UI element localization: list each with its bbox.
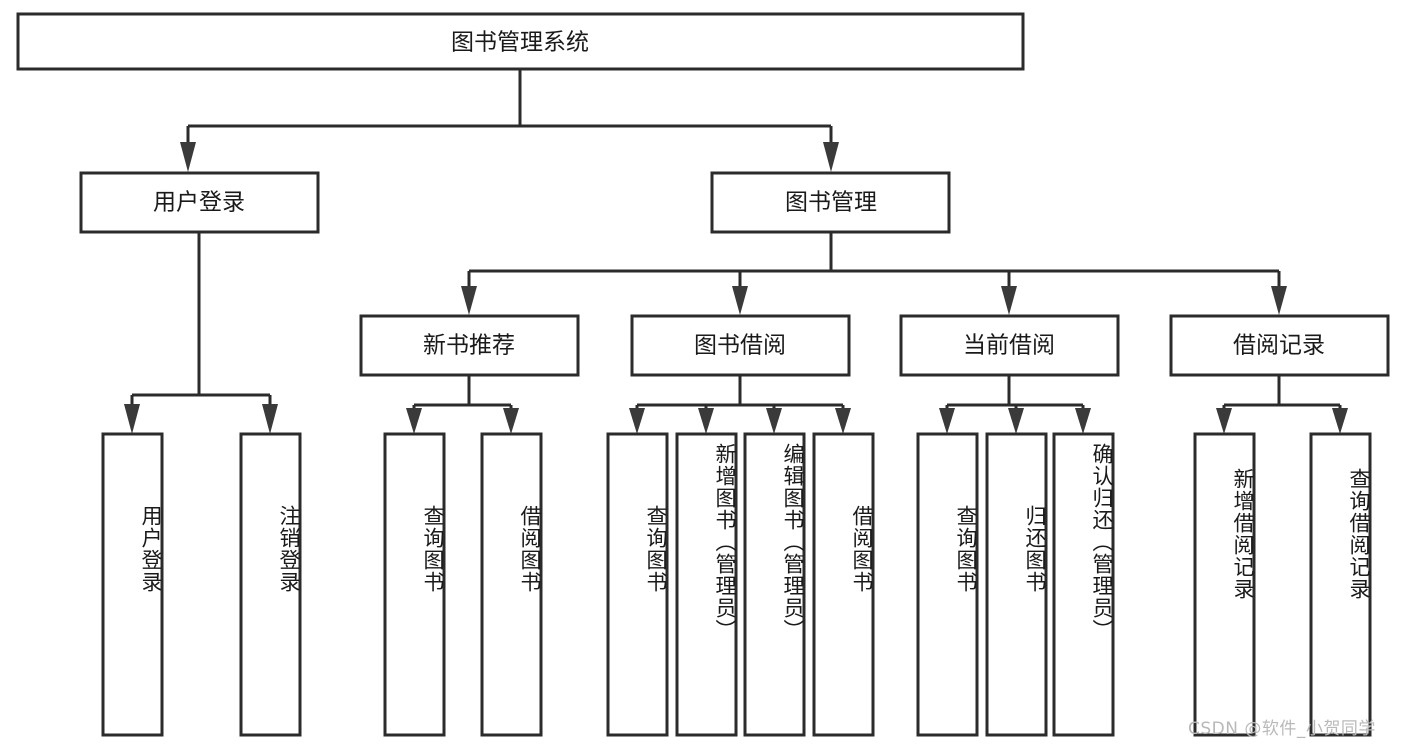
leaf-rect-return-book[interactable] (985, 432, 1048, 737)
leaf-rect-group (101, 432, 1372, 737)
arrow-head-leaf-user-login (124, 404, 140, 434)
leaf-rect-logout-login[interactable] (239, 432, 302, 737)
csdn-watermark: CSDN @软件_小贺同学 (1188, 719, 1376, 739)
connector-group-user-login (124, 232, 278, 434)
node-book-manage-label: 图书管理 (785, 190, 877, 216)
leaf-rect-borrow-book-1[interactable] (480, 432, 543, 737)
arrow-head-user-login (180, 142, 196, 172)
leaf-rect-confirm-return[interactable] (1052, 432, 1115, 737)
arrow-head-leaf-confirm-return (1075, 408, 1091, 434)
arrow-head-new-book-recommend (461, 286, 477, 315)
connector-group-new-book-recommend (406, 375, 519, 434)
node-new-book-recommend[interactable]: 新书推荐 (359, 314, 580, 377)
arrow-head-current-borrow (1001, 286, 1017, 315)
node-user-login[interactable]: 用户登录 (79, 171, 320, 234)
leaf-rect-edit-book[interactable] (743, 432, 806, 737)
arrow-head-borrow-record (1271, 286, 1287, 315)
node-book-manage-rect[interactable] (710, 171, 951, 234)
arrow-head-leaf-add-record (1216, 408, 1232, 434)
leaf-rect-query-book-1[interactable] (383, 432, 446, 737)
connector-group-book-manage (461, 232, 1287, 315)
node-borrow-record[interactable]: 借阅记录 (1169, 314, 1390, 377)
leaf-rect-borrow-book-2[interactable] (812, 432, 875, 737)
arrow-head-leaf-borrow-book-2 (835, 408, 851, 434)
node-root-rect[interactable] (16, 12, 1025, 71)
leaf-rect-query-book-2[interactable] (606, 432, 669, 737)
node-book-manage[interactable]: 图书管理 (710, 171, 951, 234)
arrow-head-leaf-query-book-1 (406, 408, 422, 434)
node-user-login-label: 用户登录 (153, 190, 245, 216)
leaf-rect-add-record[interactable] (1193, 432, 1256, 737)
connector-group-root (180, 69, 839, 172)
connector-group-borrow-record (1216, 375, 1348, 434)
leaf-rect-user-login[interactable] (101, 432, 164, 737)
node-book-borrow-label: 图书借阅 (694, 333, 786, 359)
node-current-borrow[interactable]: 当前借阅 (899, 314, 1120, 377)
node-current-borrow-label: 当前借阅 (963, 333, 1055, 359)
leaf-rect-add-book[interactable] (675, 432, 738, 737)
arrow-head-leaf-logout-login (262, 404, 278, 434)
node-user-login-rect[interactable] (79, 171, 320, 234)
arrow-head-leaf-add-book (698, 408, 714, 434)
leaf-rect-query-record[interactable] (1309, 432, 1372, 737)
arrow-head-leaf-query-record (1332, 408, 1348, 434)
node-current-borrow-rect[interactable] (899, 314, 1120, 377)
node-book-borrow-rect[interactable] (630, 314, 851, 377)
node-root-label: 图书管理系统 (451, 30, 589, 56)
node-new-book-recommend-label: 新书推荐 (423, 333, 515, 359)
arrow-head-leaf-query-book-3 (939, 408, 955, 434)
arrow-head-leaf-borrow-book-1 (503, 408, 519, 434)
arrow-head-book-manage (823, 142, 839, 172)
connector-group-current-borrow (939, 375, 1091, 434)
connector-group-book-borrow (629, 375, 851, 434)
node-borrow-record-rect[interactable] (1169, 314, 1390, 377)
node-book-borrow[interactable]: 图书借阅 (630, 314, 851, 377)
node-borrow-record-label: 借阅记录 (1233, 333, 1325, 359)
arrow-head-book-borrow (732, 286, 748, 315)
arrow-head-leaf-return-book (1008, 408, 1024, 434)
arrow-head-leaf-query-book-2 (629, 408, 645, 434)
node-new-book-recommend-rect[interactable] (359, 314, 580, 377)
arrow-head-leaf-edit-book (766, 408, 782, 434)
node-root[interactable]: 图书管理系统 (16, 12, 1025, 71)
leaf-rect-query-book-3[interactable] (916, 432, 979, 737)
